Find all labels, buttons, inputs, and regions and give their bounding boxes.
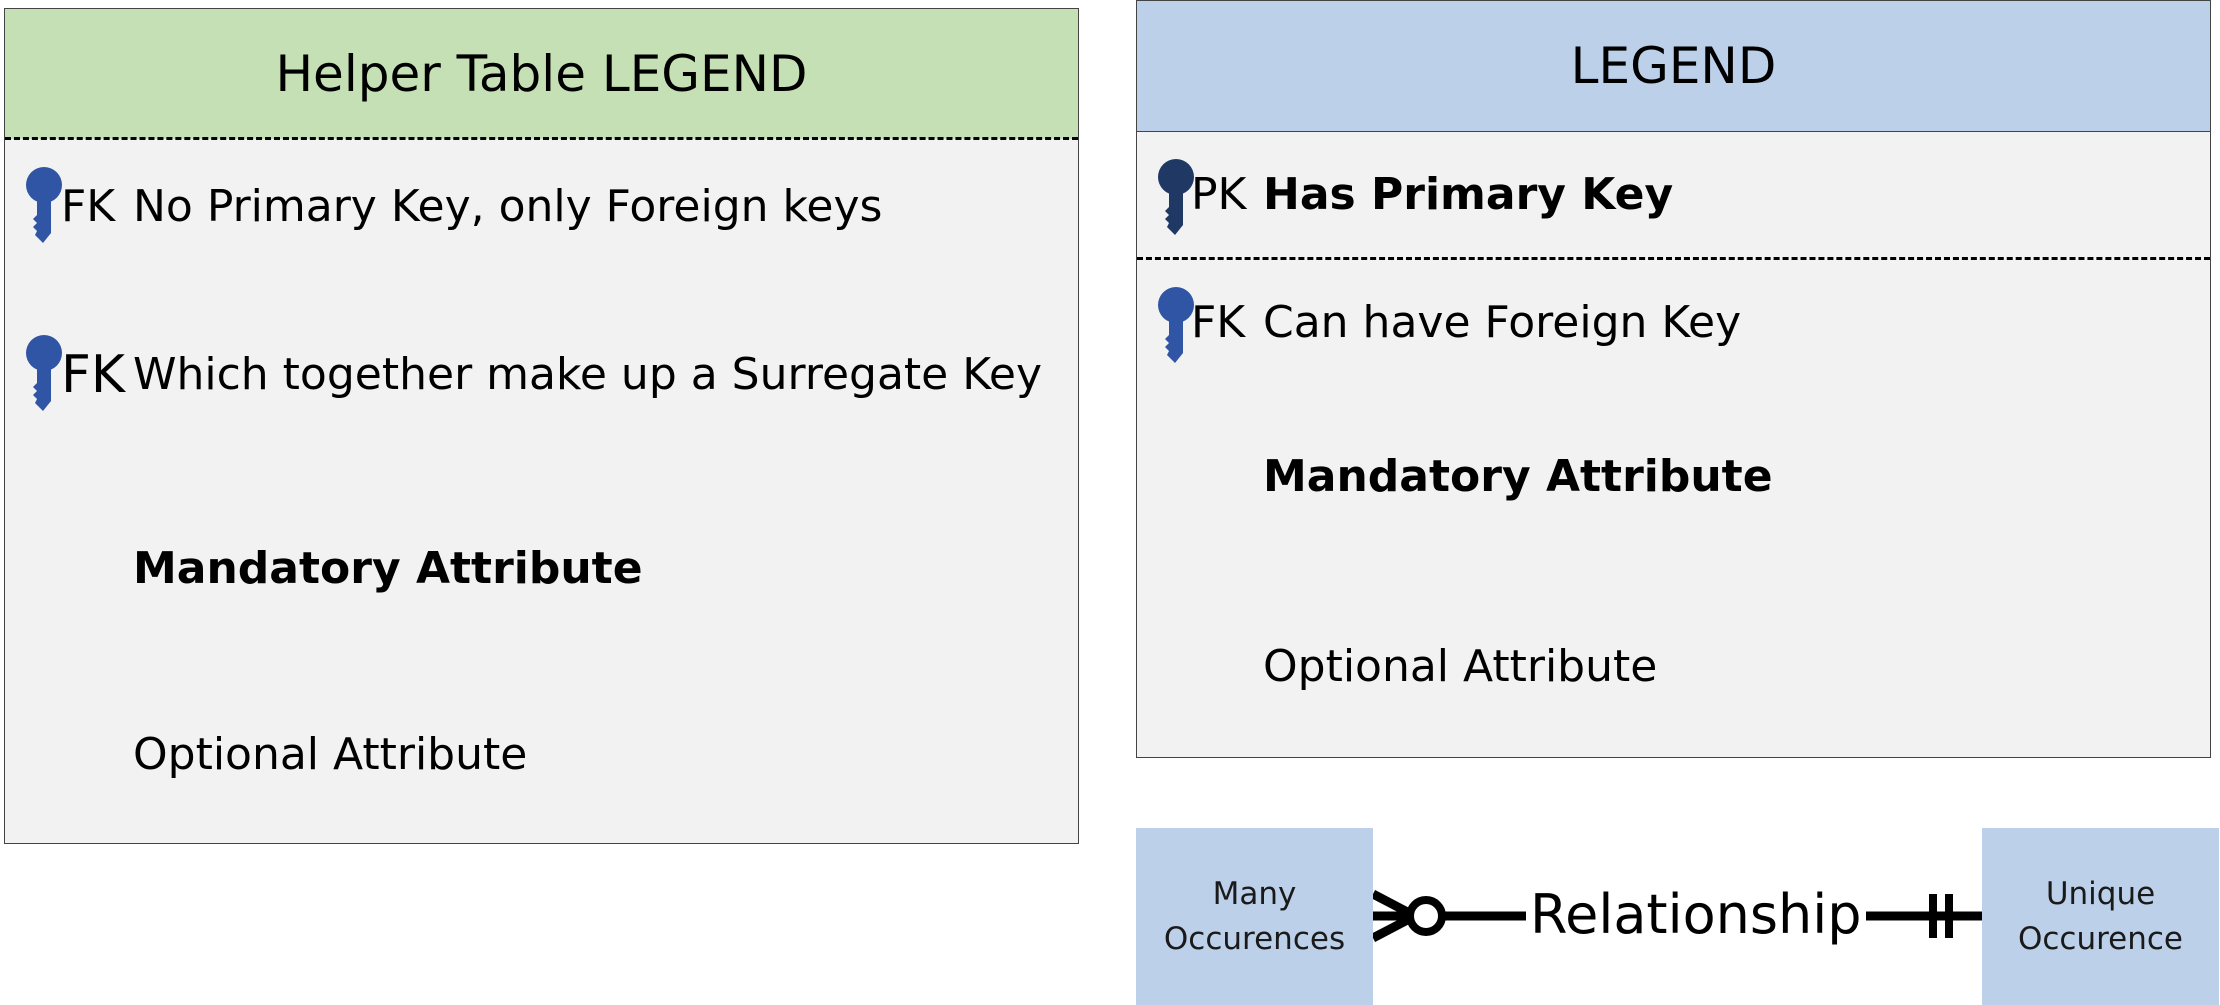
legend-title: LEGEND — [1570, 37, 1777, 95]
unique-occurence-line-1: Unique — [2045, 875, 2156, 912]
unique-occurence-entity: Unique Occurence — [1982, 828, 2219, 1005]
helper-row-2-text: Which together make up a Surregate Key — [133, 349, 1042, 400]
one-bar-icon — [1929, 894, 1953, 938]
legend-panel: LEGEND PK Has Primary Key FK Can have Fo… — [1136, 0, 2211, 758]
key-icon — [1158, 287, 1194, 363]
many-occurences-line-1: Many — [1212, 875, 1297, 912]
key-icon — [26, 335, 62, 411]
can-have-foreign-key-text: Can have Foreign Key — [1263, 297, 1742, 348]
helper-legend-title: Helper Table LEGEND — [275, 45, 808, 103]
helper-mandatory-attribute: Mandatory Attribute — [133, 543, 643, 594]
relationship-label: Relationship — [1526, 888, 1866, 942]
legend-optional-attribute: Optional Attribute — [1263, 641, 1658, 692]
legend-header: LEGEND — [1137, 1, 2210, 132]
helper-legend-divider — [5, 137, 1078, 140]
fk-label: FK — [61, 345, 126, 405]
has-primary-key-text: Has Primary Key — [1263, 169, 1674, 220]
pk-label: PK — [1191, 169, 1247, 220]
legend-divider — [1137, 257, 2210, 260]
helper-row-1-text: No Primary Key, only Foreign keys — [133, 181, 883, 232]
fk-label: FK — [1191, 297, 1246, 348]
dark-key-icon — [1158, 159, 1194, 235]
key-icon — [26, 167, 62, 243]
fk-label: FK — [61, 181, 116, 232]
helper-optional-attribute: Optional Attribute — [133, 729, 528, 780]
many-occurences-line-2: Occurences — [1163, 920, 1346, 957]
helper-legend-header: Helper Table LEGEND — [5, 9, 1078, 139]
zero-circle-icon — [1406, 896, 1446, 936]
legend-mandatory-attribute: Mandatory Attribute — [1263, 451, 1773, 502]
unique-occurence-line-2: Occurence — [2017, 920, 2184, 957]
many-occurences-entity: Many Occurences — [1136, 828, 1373, 1005]
helper-legend-panel: Helper Table LEGEND FK No Primary Key, o… — [4, 8, 1079, 844]
